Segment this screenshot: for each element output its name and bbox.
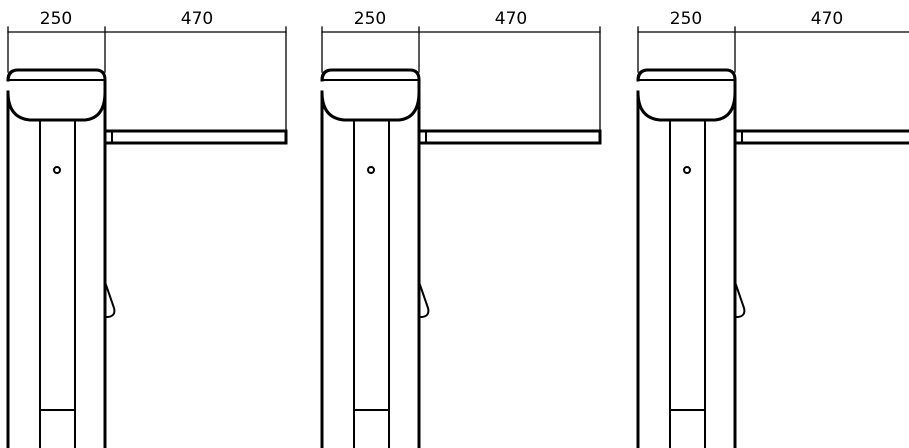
turnstile-post	[636, 90, 737, 448]
dimension-line	[7, 26, 287, 132]
turnstile-unit-2: 250 470	[320, 9, 602, 448]
side-bracket	[733, 280, 746, 318]
indicator-light-icon	[53, 166, 61, 174]
dimension-arm-length-label: 470	[811, 9, 843, 29]
dimension-arm-length-label: 470	[495, 9, 527, 29]
turnstile-post	[6, 90, 107, 448]
turnstile-head	[636, 68, 737, 122]
turnstile-post	[320, 90, 421, 448]
side-bracket	[103, 280, 116, 318]
dimension-post-width-label: 250	[354, 9, 386, 29]
turnstile-head	[6, 68, 107, 122]
turnstile-arm	[733, 129, 909, 145]
turnstile-arm	[103, 129, 288, 145]
side-bracket	[417, 280, 430, 318]
dimension-post-width-label: 250	[40, 9, 72, 29]
turnstile-arm	[417, 129, 602, 145]
turnstile-unit-3: 250 470	[636, 9, 909, 448]
dimension-post-width-label: 250	[670, 9, 702, 29]
dimension-arm-length-label: 470	[181, 9, 213, 29]
indicator-light-icon	[367, 166, 375, 174]
turnstile-unit-1: 250 470	[6, 9, 288, 448]
dimension-line	[637, 26, 909, 73]
indicator-light-icon	[683, 166, 691, 174]
dimension-line	[321, 26, 601, 132]
turnstile-head	[320, 68, 421, 122]
